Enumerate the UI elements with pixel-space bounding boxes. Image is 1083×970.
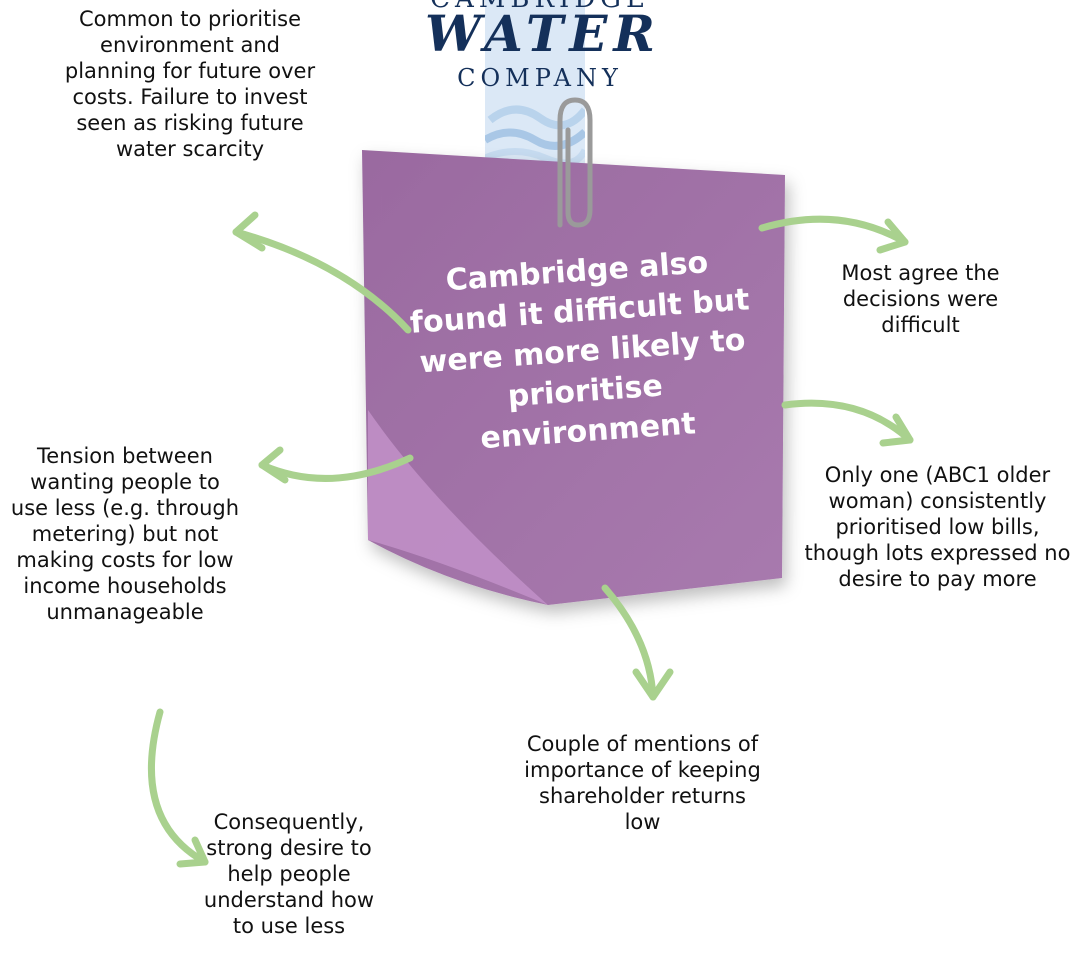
note-right-top: Most agree the decisions were difficult: [841, 261, 1000, 337]
logo-wave-graphic: [485, 0, 585, 170]
logo-line-2: WATER: [425, 4, 661, 63]
arrowhead-right-top: [876, 218, 909, 254]
arrowhead-top-left: [232, 211, 266, 252]
logo-line-3: COMPANY: [457, 64, 623, 92]
arrow-bottom: [601, 584, 657, 701]
arrow-right-bottom: [781, 399, 914, 444]
note-left-middle: Tension between wanting people to use le…: [10, 444, 240, 624]
arrowhead-left-middle: [258, 446, 289, 484]
central-note-text: Cambridge also found it difficult but we…: [408, 245, 751, 457]
note-top-left: Common to prioritise environment and pla…: [64, 7, 316, 161]
logo-line-1: CAMBRIDGE: [425, 0, 655, 14]
sticky-note: [362, 150, 785, 605]
note-bottom-left: Consequently, strong desire to help peop…: [203, 810, 375, 938]
arrowhead-bottom-left: [176, 836, 209, 868]
arrowhead-bottom: [632, 668, 674, 701]
note-bottom-center: Couple of mentions of importance of keep…: [524, 732, 761, 834]
arrow-bottom-left: [147, 708, 209, 866]
arrowhead-right-bottom: [879, 413, 914, 447]
arrow-top-left: [232, 228, 412, 334]
arrow-left-middle: [258, 454, 414, 482]
note-curl: [368, 410, 548, 605]
arrows: [147, 211, 914, 868]
arrow-right-top: [758, 215, 909, 246]
paperclip-icon: [557, 97, 593, 228]
note-right-bottom: Only one (ABC1 older woman) consistently…: [804, 463, 1071, 591]
company-logo: CAMBRIDGE WATER COMPANY: [425, 0, 655, 170]
